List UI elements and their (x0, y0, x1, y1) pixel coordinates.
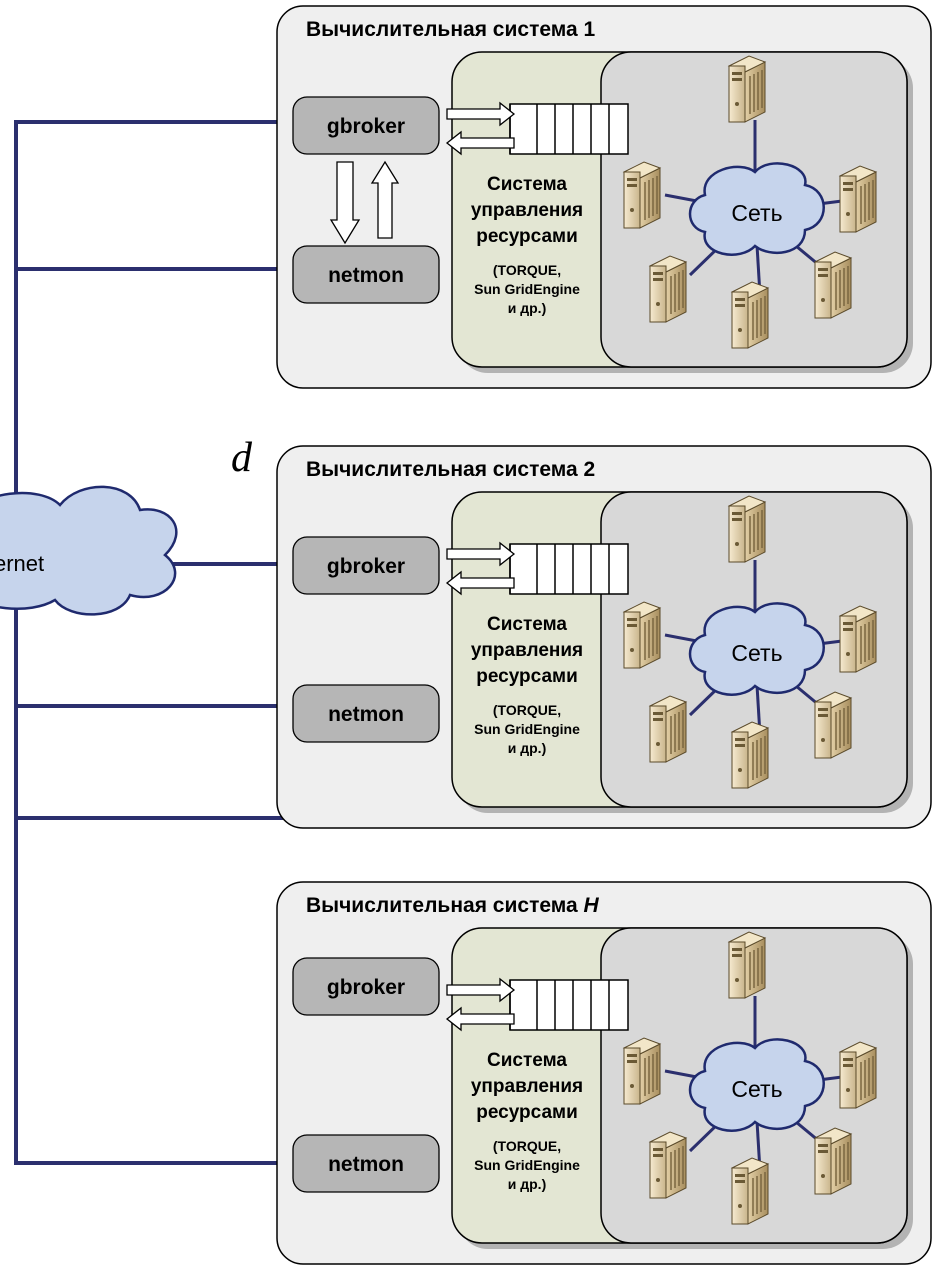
rms-sub-line2: Sun GridEngine (474, 721, 580, 737)
cluster-network: Сеть (623, 495, 877, 789)
network-label: Сеть (731, 640, 782, 666)
gbroker-button[interactable]: gbroker (292, 96, 440, 155)
rms-title-line1: Система (487, 614, 567, 635)
server-icon (728, 55, 766, 123)
internet-cloud: ernet (0, 485, 178, 616)
server-icon (623, 161, 661, 229)
network-label: Сеть (731, 200, 782, 226)
rms-sub-line3: и др.) (508, 300, 547, 316)
server-icon (728, 495, 766, 563)
netmon-label: netmon (328, 703, 404, 726)
rms-sub-line1: (TORQUE, (493, 262, 561, 278)
network-cloud (688, 602, 825, 696)
server-icon (649, 1131, 687, 1199)
rms-sub-line1: (TORQUE, (493, 702, 561, 718)
gbroker-label: gbroker (327, 115, 405, 138)
server-icon (623, 601, 661, 669)
rms-title-line3: ресурсами (476, 226, 578, 247)
netmon-button[interactable]: netmon (292, 1134, 440, 1193)
network-cloud (688, 162, 825, 256)
netmon-label: netmon (328, 1153, 404, 1176)
distance-label: d (231, 435, 253, 481)
backbone-wires (14, 120, 293, 1165)
gbroker-label: gbroker (327, 555, 405, 578)
arrow-to-queue (446, 101, 516, 127)
system-title: Вычислительная система H (306, 894, 600, 917)
server-icon (649, 255, 687, 323)
arrow-from-queue (445, 1006, 515, 1032)
server-icon (731, 1157, 769, 1225)
job-queue (509, 103, 629, 155)
compute-system-h: Вычислительная система H gbroker netmon … (276, 881, 932, 1265)
arrow-up (370, 160, 400, 239)
rms-sub-line2: Sun GridEngine (474, 1157, 580, 1173)
server-icon (728, 931, 766, 999)
rms-title-line1: Система (487, 174, 567, 195)
compute-system-1: Вычислительная система 1 gbroker netmon … (276, 5, 932, 389)
internet-label: ernet (0, 551, 44, 576)
server-icon (839, 1041, 877, 1109)
gbroker-button[interactable]: gbroker (292, 536, 440, 595)
cluster-network: Сеть (623, 931, 877, 1225)
server-icon (839, 165, 877, 233)
arrow-from-queue (445, 130, 515, 156)
network-label: Сеть (731, 1076, 782, 1102)
job-queue (509, 543, 629, 595)
server-icon (623, 1037, 661, 1105)
system-title: Вычислительная система 2 (306, 458, 595, 481)
server-icon (731, 281, 769, 349)
netmon-button[interactable]: netmon (292, 245, 440, 304)
rms-sub-line3: и др.) (508, 1176, 547, 1192)
cluster-network: Сеть (623, 55, 877, 349)
netmon-label: netmon (328, 264, 404, 287)
server-icon (814, 1127, 852, 1195)
netmon-button[interactable]: netmon (292, 684, 440, 743)
rms-title-line2: управления (471, 640, 583, 661)
server-icon (839, 605, 877, 673)
server-icon (731, 721, 769, 789)
rms-sub-line3: и др.) (508, 740, 547, 756)
rms-title-line2: управления (471, 1076, 583, 1097)
gbroker-button[interactable]: gbroker (292, 957, 440, 1016)
rms-sub-line2: Sun GridEngine (474, 281, 580, 297)
arrow-to-queue (446, 541, 516, 567)
compute-system-2: Вычислительная система 2 gbroker netmon … (276, 445, 932, 829)
rms-sub-line1: (TORQUE, (493, 1138, 561, 1154)
server-icon (814, 251, 852, 319)
rms-title-line1: Система (487, 1050, 567, 1071)
rms-title-line2: управления (471, 200, 583, 221)
gbroker-label: gbroker (327, 976, 405, 999)
arrow-from-queue (445, 570, 515, 596)
arrow-to-queue (446, 977, 516, 1003)
server-icon (649, 695, 687, 763)
rms-title-line3: ресурсами (476, 1102, 578, 1123)
system-title: Вычислительная система 1 (306, 18, 596, 41)
rms-title-line3: ресурсами (476, 666, 578, 687)
server-icon (814, 691, 852, 759)
network-cloud (688, 1038, 825, 1132)
arrow-down (329, 161, 361, 245)
job-queue (509, 979, 629, 1031)
